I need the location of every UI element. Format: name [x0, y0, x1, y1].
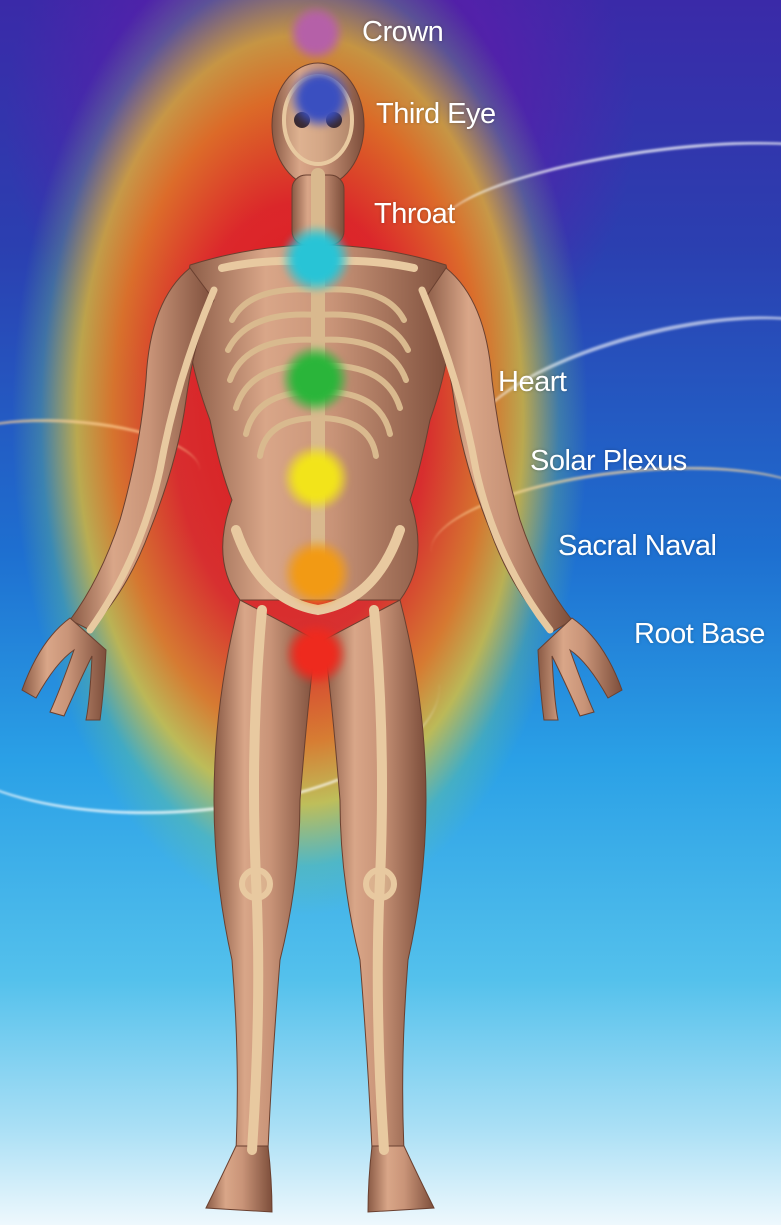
heart-chakra [282, 346, 348, 412]
crown-chakra [289, 6, 343, 60]
solar-plexus-chakra [284, 446, 348, 510]
third-eye-label: Third Eye [376, 98, 496, 131]
sacral-naval-label: Sacral Naval [558, 530, 716, 563]
sacral-naval-chakra [284, 540, 350, 606]
crown-label: Crown [362, 16, 443, 49]
throat-chakra [282, 226, 350, 292]
third-eye-chakra [290, 68, 350, 128]
root-base-chakra [286, 624, 346, 684]
solar-plexus-label: Solar Plexus [530, 445, 687, 478]
heart-label: Heart [498, 366, 566, 399]
root-base-label: Root Base [634, 618, 765, 651]
throat-label: Throat [374, 198, 455, 231]
